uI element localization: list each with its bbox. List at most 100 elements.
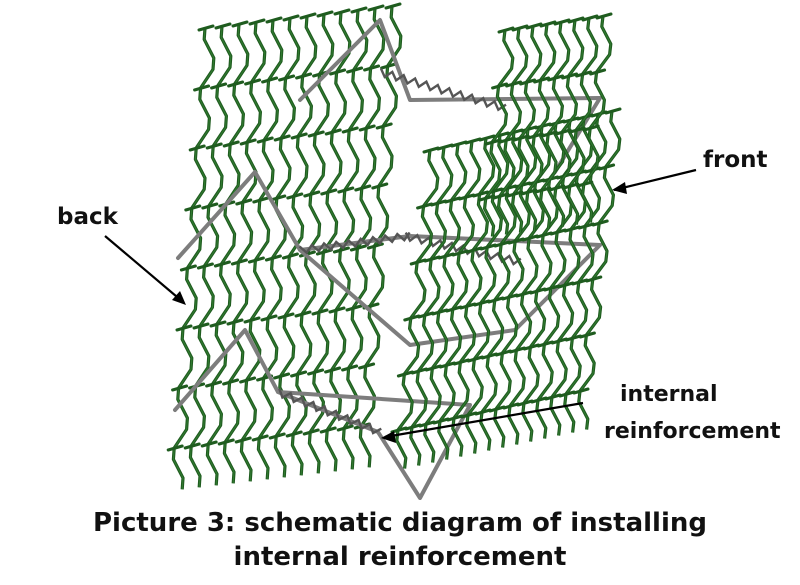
front-mesh-twist [571, 278, 589, 286]
front-mesh-twist [459, 302, 477, 310]
back-mesh-twist [349, 244, 367, 252]
back-mesh-twist [345, 304, 363, 312]
front-mesh-panel [390, 12, 622, 469]
front-mesh-upper-wire-highlight [526, 23, 556, 231]
back-mesh-twist [193, 84, 211, 92]
front-mesh-upper-twist [512, 134, 530, 142]
front-mesh-upper-twist [478, 194, 496, 202]
front-mesh-upper-twist [548, 184, 566, 192]
back-mesh-twist [184, 204, 202, 212]
back-mesh-twist [201, 202, 219, 210]
back-mesh-twist [210, 82, 228, 90]
front-mesh-wire-highlight [466, 134, 509, 454]
front-mesh-twist [502, 402, 520, 410]
back-mesh-twist [209, 320, 227, 328]
back-mesh-twist [251, 434, 269, 442]
front-mesh-twist [472, 190, 490, 198]
back-mesh-panel [166, 2, 403, 490]
back-mesh-twist [294, 310, 312, 318]
front-mesh-twist [424, 364, 442, 372]
front-mesh-upper-wire-highlight [498, 27, 528, 235]
front-mesh-twist [465, 246, 483, 254]
front-mesh-upper-twist [540, 130, 558, 138]
back-mesh-twist [290, 132, 308, 140]
front-mesh-twist [464, 137, 482, 145]
front-mesh-upper-twist [554, 128, 572, 136]
back-mesh-twist [260, 314, 278, 322]
front-mesh-twist [530, 396, 548, 404]
back-mesh-twist [200, 440, 218, 448]
back-mesh-twist [239, 376, 257, 384]
front-mesh-twist [409, 258, 427, 266]
back-mesh-wire-highlight [257, 17, 300, 480]
front-mesh-twist [564, 334, 582, 342]
front-mesh-twist [585, 275, 603, 283]
front-mesh-twist [466, 355, 484, 363]
back-mesh-twist [265, 16, 283, 24]
front-mesh-twist [473, 299, 491, 307]
back-mesh-twist [299, 12, 317, 20]
front-mesh-upper-twist [492, 192, 510, 200]
back-mesh-twist [316, 10, 334, 18]
front-mesh-twist [422, 146, 440, 154]
front-mesh-upper-twist [547, 74, 565, 82]
back-mesh-twist [380, 62, 398, 70]
back-mesh-twist [319, 426, 337, 434]
front-mesh-upper-twist [484, 138, 502, 146]
back-mesh-twist [183, 442, 201, 450]
back-mesh-twist [341, 126, 359, 134]
caption-line-2: internal reinforcement [233, 542, 567, 572]
back-mesh-twist [252, 196, 270, 204]
front-mesh-twist [416, 202, 434, 210]
front-mesh-twist [478, 134, 496, 142]
front-mesh-twist [591, 219, 609, 227]
back-mesh-twist [320, 188, 338, 196]
front-mesh-upper-twist [595, 12, 613, 20]
front-mesh-twist [493, 240, 511, 248]
back-label: back [57, 204, 118, 230]
back-mesh-twist [166, 444, 184, 452]
back-mesh-twist [179, 264, 197, 272]
back-mesh-twist [350, 6, 368, 14]
front-mesh-upper-twist [561, 72, 579, 80]
front-mesh-upper-wire-highlight [512, 25, 542, 233]
front-mesh-twist [404, 423, 422, 431]
front-mesh-wire-highlight [564, 113, 607, 433]
front-mesh-twist [557, 281, 575, 289]
front-mesh-upper-twist [576, 180, 594, 188]
front-mesh-twist [432, 417, 450, 425]
back-mesh-twist [332, 246, 350, 254]
front-mesh-twist [543, 284, 561, 292]
front-mesh-twist [423, 255, 441, 263]
back-mesh-twist [244, 78, 262, 86]
front-mesh-upper-twist [589, 68, 607, 76]
front-mesh-upper-wire-highlight [554, 19, 584, 227]
back-mesh-wire-highlight [223, 21, 266, 484]
back-mesh-twist [268, 432, 286, 440]
back-mesh-twist [214, 22, 232, 30]
back-mesh-twist [290, 370, 308, 378]
front-mesh-twist [598, 163, 616, 171]
back-mesh-twist [192, 322, 210, 330]
back-mesh-twist [281, 252, 299, 260]
front-mesh-twist [494, 349, 512, 357]
front-mesh-upper-twist [575, 70, 593, 78]
internal-reinforcement-label-line1: internal [620, 382, 718, 407]
front-mesh-twist [558, 390, 576, 398]
front-mesh-upper-twist [562, 182, 580, 190]
back-mesh-twist [311, 308, 329, 316]
back-mesh-twist [341, 364, 359, 372]
back-mesh-twist [371, 182, 389, 190]
pointer-arrows [104, 168, 697, 443]
front-mesh-twist [430, 199, 448, 207]
back-mesh-twist [264, 254, 282, 262]
back-mesh-twist [235, 198, 253, 206]
internal-reinforcement-arrowhead [381, 431, 396, 443]
caption-line-1: Picture 3: schematic diagram of installi… [93, 508, 707, 538]
front-mesh-twist [410, 367, 428, 375]
internal-reinforcement-arrow [384, 401, 584, 439]
back-mesh-twist [324, 128, 342, 136]
back-mesh-twist [307, 368, 325, 376]
front-mesh-upper-twist [567, 16, 585, 24]
back-mesh-twist [315, 248, 333, 256]
